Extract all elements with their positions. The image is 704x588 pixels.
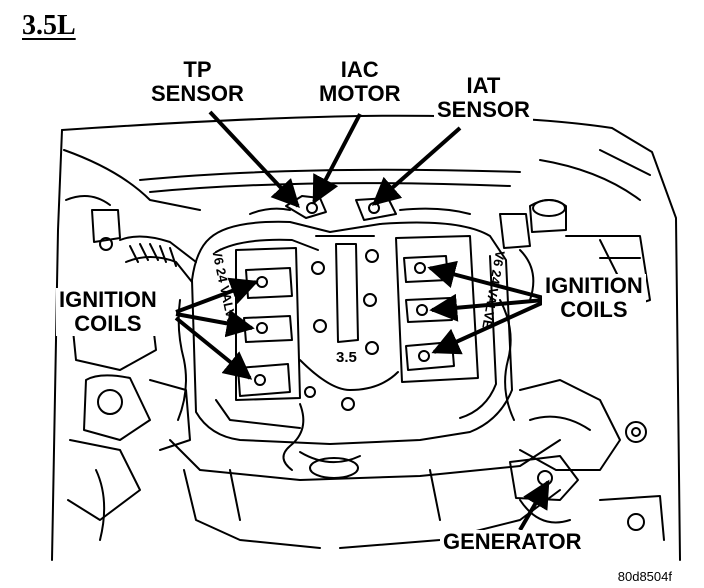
ignition-coils-right-leader-1 [427,260,545,300]
iat-sensor-label: IAT SENSOR [434,74,533,122]
manifold-text-center: 3.5 [336,349,357,366]
generator-housing [509,455,579,501]
figure-code: 80d8504f [617,569,672,584]
iac-motor-label: IAC MOTOR [316,57,404,106]
ignition-coils-right-leader-2 [429,293,545,322]
ignition-coils-right-label-line2: COILS [560,297,628,322]
iat-sensor-label-line1: IAT [466,73,501,98]
air-intake-hose [119,235,197,263]
ignition-coils-left-label-line1: IGNITION [59,287,157,312]
ignition-coils-right-leader-3 [431,300,545,355]
ignition-coils-left-leader-1 [175,277,259,314]
iac-motor-label-line2: MOTOR [319,81,401,106]
left-fender-outline [51,129,63,561]
iac-motor-label-line1: IAC [340,57,379,82]
generator-label: GENERATOR [440,530,585,554]
tp-sensor-label: TP SENSOR [148,58,247,106]
iat-sensor-leader [371,126,462,206]
manifold-text-right: V6 24 VALVE [479,249,508,330]
ignition-coils-left-label: IGNITION COILS [56,288,160,336]
generator-leader [518,479,550,532]
iac-motor-leader [312,113,362,205]
tp-sensor-label-line2: SENSOR [151,81,244,106]
tp-sensor-label-line1: TP [183,57,212,82]
engine-block-outline [169,439,561,481]
ignition-coils-right-label: IGNITION COILS [542,274,646,322]
ignition-coils-left-label-line2: COILS [74,311,142,336]
intake-manifold-outline [191,220,513,445]
ignition-coils-left-leader-2 [175,309,255,338]
engine-size-heading: 3.5L [22,10,76,41]
iat-sensor-label-line2: SENSOR [437,97,530,122]
tp-sensor-leader [208,110,300,209]
ignition-coils-right-label-line1: IGNITION [545,273,643,298]
ignition-coils-left-leader-3 [174,316,253,380]
